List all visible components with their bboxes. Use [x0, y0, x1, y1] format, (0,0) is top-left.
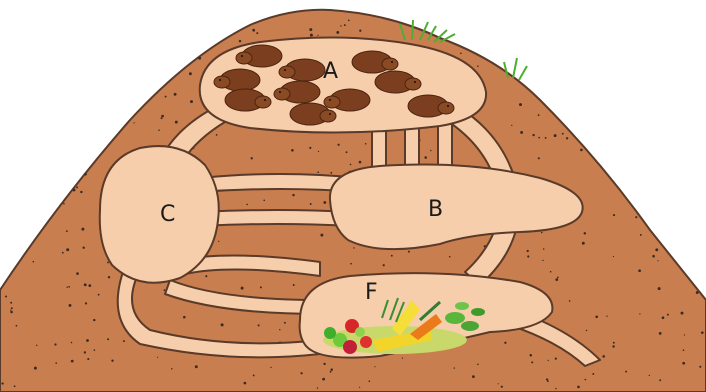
chamber-a-label: A	[323, 59, 338, 84]
chamber-f-label: F	[365, 280, 378, 305]
chamber-b-label: B	[428, 197, 443, 222]
chamber-c-label: C	[160, 202, 175, 227]
